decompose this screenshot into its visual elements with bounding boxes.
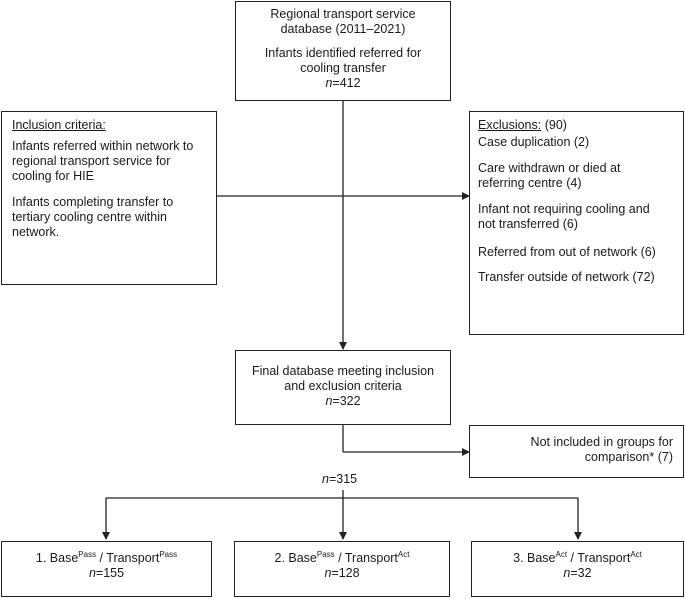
exclusions-title: Exclusions: (90) — [478, 118, 567, 132]
final-count: n=322 — [325, 394, 361, 408]
not-included-box: Not included in groups for comparison* (… — [469, 425, 684, 478]
source-line-2: database (2011–2021) — [280, 22, 406, 36]
inclusion-item-1-line-1: Infants referred within network to — [12, 139, 194, 153]
exclusion-item-3-line-1: Infant not requiring cooling and — [478, 202, 650, 216]
group-1-label: 1. BasePass / TransportPass — [35, 549, 178, 565]
inclusion-item-1-line-3: cooling for HIE — [12, 169, 94, 183]
group-1-box: 1. BasePass / TransportPass n=155 — [1, 541, 212, 597]
final-line-1: Final database meeting inclusion — [251, 364, 435, 378]
final-line-2: and exclusion criteria — [284, 379, 402, 393]
group-1-count: n=155 — [88, 566, 125, 580]
source-line-1: Regional transport service — [270, 7, 416, 21]
group-2-label: 2. BasePass / TransportAct — [274, 549, 410, 565]
final-database-box: Final database meeting inclusion and exc… — [235, 350, 451, 425]
source-line-4: cooling transfer — [300, 61, 386, 75]
exclusion-item-1: Case duplication (2) — [478, 135, 590, 149]
inclusion-item-2-line-1: Infants completing transfer to — [12, 195, 174, 209]
exclusion-item-2-line-2: referring centre (4) — [478, 176, 582, 190]
split-count: n=315 — [322, 472, 358, 486]
inclusion-criteria-box: Inclusion criteria: Infants referred wit… — [1, 111, 217, 285]
source-count: n=412 — [325, 76, 361, 90]
not-included-line-1: Not included in groups for — [530, 435, 673, 449]
inclusion-item-2-line-2: tertiary cooling centre within — [12, 210, 167, 224]
source-database-box: Regional transport service database (201… — [235, 1, 451, 101]
not-included-line-2: comparison* (7) — [584, 450, 673, 464]
exclusion-item-3-line-2: not transferred (6) — [478, 217, 579, 231]
exclusion-item-4: Referred from out of network (6) — [478, 245, 656, 259]
exclusion-item-2-line-1: Care withdrawn or died at — [478, 161, 621, 175]
group-3-box: 3. BaseAct / TransportAct n=32 — [471, 541, 684, 597]
group-3-count: n=32 — [563, 566, 592, 580]
inclusion-item-1-line-2: regional transport service for — [12, 154, 171, 168]
group-2-box: 2. BasePass / TransportAct n=128 — [234, 541, 450, 597]
group-2-count: n=128 — [324, 566, 360, 580]
source-line-3: Infants identified referred for — [264, 46, 422, 60]
inclusion-title: Inclusion criteria: — [12, 118, 106, 132]
group-3-label: 3. BaseAct / TransportAct — [513, 549, 642, 565]
exclusions-box: Exclusions: (90) Case duplication (2) Ca… — [469, 111, 684, 335]
exclusion-item-5: Transfer outside of network (72) — [478, 270, 655, 284]
inclusion-item-2-line-3: network. — [12, 225, 60, 239]
